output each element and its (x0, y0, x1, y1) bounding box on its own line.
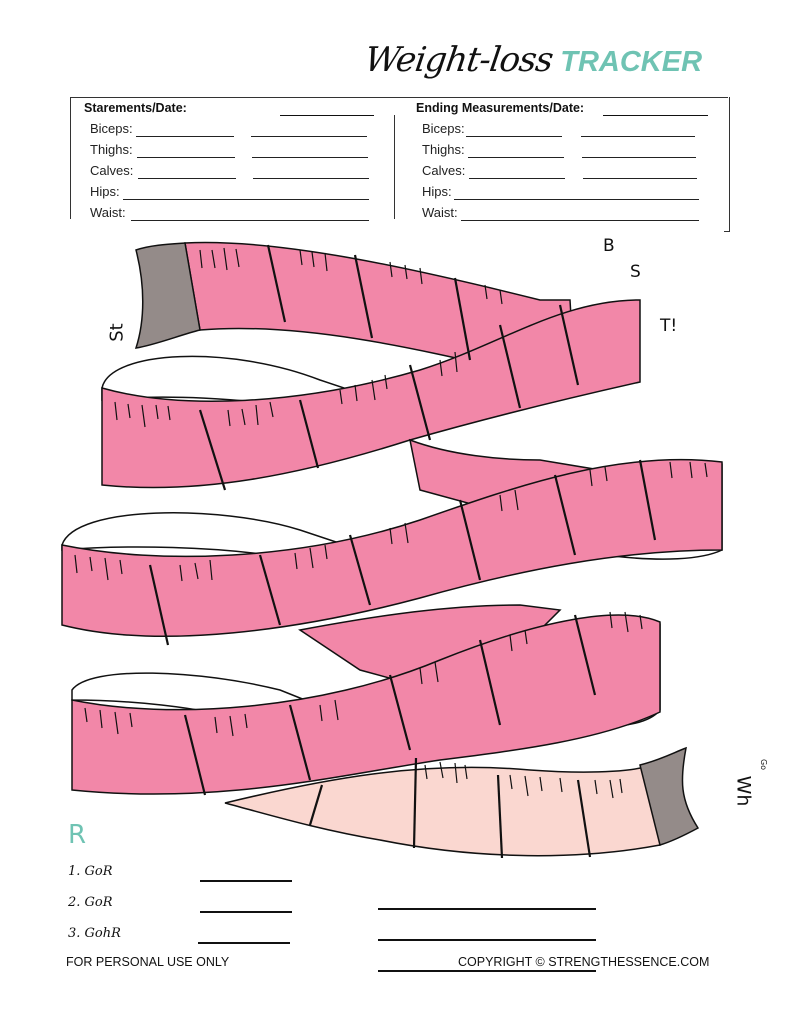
starting-heading-label: Starements/Date: (84, 101, 187, 115)
starting-measurements: Starements/Date: Biceps: Thighs: Calves:… (84, 97, 384, 224)
goal-3-label: 3. GohR (68, 926, 121, 941)
field-label: Calves: (422, 163, 466, 178)
field-label: Hips: (422, 184, 452, 199)
goal-1-field[interactable] (200, 880, 292, 882)
end-label: Wh (732, 775, 755, 807)
ending-measurements: Ending Measurements/Date: Biceps: Thighs… (416, 97, 716, 224)
end-small-label: Go (759, 758, 769, 771)
start-date-field[interactable] (280, 115, 374, 116)
divider (394, 115, 395, 219)
field-label: Thighs: (90, 142, 133, 157)
measurements-form: Starements/Date: Biceps: Thighs: Calves:… (70, 97, 730, 232)
field-label: Waist: (90, 205, 126, 220)
best-b-label: B (603, 236, 615, 256)
field-label: Biceps: (90, 121, 133, 136)
start-biceps-field-2[interactable] (251, 136, 367, 137)
start-calves-field-2[interactable] (253, 178, 369, 179)
end-thighs-field-1[interactable] (468, 157, 564, 158)
end-calves-field-2[interactable] (583, 178, 697, 179)
field-label: Thighs: (422, 142, 465, 157)
reward-3-field[interactable] (378, 939, 596, 941)
end-date-field[interactable] (603, 115, 708, 116)
end-waist-field[interactable] (461, 220, 699, 221)
start-hips-row: Hips: (84, 182, 384, 203)
goal-2-label: 2. GoR (68, 895, 113, 910)
start-waist-field[interactable] (131, 220, 369, 221)
end-thighs-field-2[interactable] (582, 157, 696, 158)
end-waist-row: Waist: (416, 203, 716, 224)
end-biceps-row: Biceps: (416, 119, 716, 140)
field-label: Biceps: (422, 121, 465, 136)
start-calves-field-1[interactable] (138, 178, 236, 179)
ending-heading: Ending Measurements/Date: (416, 101, 716, 119)
start-thighs-row: Thighs: (84, 140, 384, 161)
start-calves-row: Calves: (84, 161, 384, 182)
divider (729, 97, 730, 232)
end-thighs-row: Thighs: (416, 140, 716, 161)
reward-2-field[interactable] (378, 908, 596, 910)
field-label: Hips: (90, 184, 120, 199)
end-biceps-field-2[interactable] (581, 136, 695, 137)
goal-1-label: 1. GoR (68, 864, 113, 879)
start-thighs-field-1[interactable] (137, 157, 235, 158)
start-hips-field[interactable] (123, 199, 369, 200)
start-waist-row: Waist: (84, 203, 384, 224)
divider (70, 97, 728, 98)
field-label: Waist: (422, 205, 458, 220)
page-title: Weight-loss TRACKER (362, 40, 703, 80)
best-s-label: S (630, 262, 641, 282)
end-calves-row: Calves: (416, 161, 716, 182)
divider (70, 97, 71, 219)
end-hips-field[interactable] (454, 199, 699, 200)
rewards-heading: R (68, 820, 87, 850)
end-calves-field-1[interactable] (469, 178, 565, 179)
best-t-label: T! (660, 316, 678, 336)
title-main: TRACKER (560, 46, 703, 78)
start-label: St (106, 323, 128, 342)
footer-copyright: COPYRIGHT © STRENGTHESSENCE.COM (458, 955, 710, 969)
end-hips-row: Hips: (416, 182, 716, 203)
divider (724, 231, 730, 232)
footer-personal-use: FOR PERSONAL USE ONLY (66, 955, 230, 969)
start-biceps-row: Biceps: (84, 119, 384, 140)
field-label: Calves: (90, 163, 134, 178)
goal-2-field[interactable] (200, 911, 292, 913)
starting-heading: Starements/Date: (84, 101, 384, 119)
ending-heading-label: Ending Measurements/Date: (416, 101, 585, 115)
start-thighs-field-2[interactable] (252, 157, 368, 158)
start-biceps-field-1[interactable] (136, 136, 234, 137)
reward-4-field[interactable] (378, 970, 596, 972)
end-biceps-field-1[interactable] (466, 136, 562, 137)
goal-3-field[interactable] (198, 942, 290, 944)
